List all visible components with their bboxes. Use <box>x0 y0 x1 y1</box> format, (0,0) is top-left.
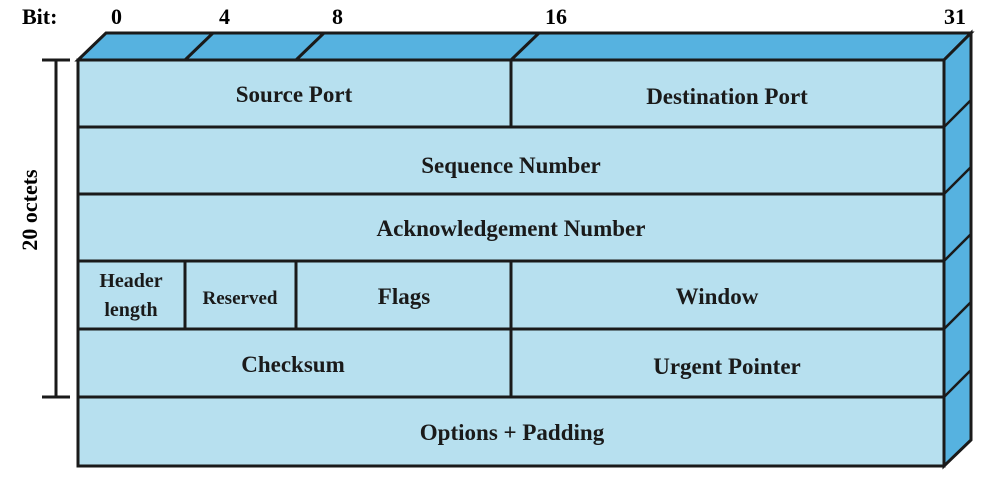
top-divider-16 <box>509 31 541 62</box>
bit-axis-caption: Bit: <box>22 4 57 29</box>
side-divider-2 <box>943 166 972 195</box>
field-sequence-number: Sequence Number <box>421 153 601 178</box>
field-header-length-line2: length <box>104 299 157 321</box>
top-divider-8 <box>294 31 326 62</box>
field-reserved: Reserved <box>203 288 278 309</box>
field-source-port: Source Port <box>236 82 353 107</box>
field-flags: Flags <box>378 284 430 309</box>
side-divider-1 <box>943 99 972 128</box>
bit-tick-16: 16 <box>545 4 567 29</box>
octets-label: 20 octets <box>17 169 42 251</box>
bit-tick-8: 8 <box>332 4 343 29</box>
field-urgent-pointer: Urgent Pointer <box>653 354 801 379</box>
bit-tick-4: 4 <box>219 4 230 29</box>
field-options-padding: Options + Padding <box>420 420 605 445</box>
field-checksum: Checksum <box>241 352 345 377</box>
field-header-length-line1: Header <box>99 270 162 292</box>
field-destination-port: Destination Port <box>646 84 808 109</box>
side-divider-3 <box>943 233 972 262</box>
bit-tick-0: 0 <box>111 4 122 29</box>
field-window: Window <box>676 284 759 309</box>
side-divider-5 <box>943 369 972 398</box>
field-acknowledgement-number: Acknowledgement Number <box>377 216 646 241</box>
side-divider-4 <box>943 301 972 330</box>
bit-tick-31: 31 <box>944 4 966 29</box>
side-face <box>942 29 973 470</box>
top-divider-4 <box>183 31 215 62</box>
